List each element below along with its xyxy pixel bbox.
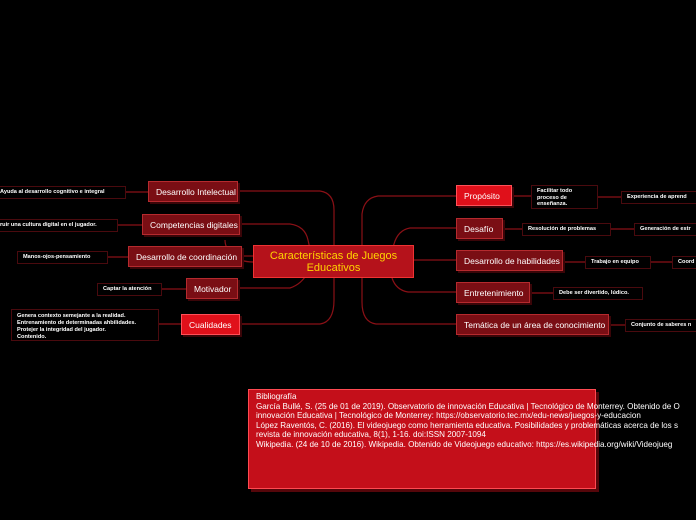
note-text: Trabajo en equipo bbox=[591, 259, 639, 265]
note-text: Debe ser divertido, lúdico. bbox=[559, 290, 629, 296]
bibliography-line: revista de innovación educativa, 8(1), 1… bbox=[256, 430, 486, 440]
topic-proposito[interactable]: Propósito bbox=[456, 185, 512, 206]
bibliography-box[interactable]: Bibliografía García Bullé, S. (25 de 01 … bbox=[248, 389, 680, 489]
note-cualidades[interactable]: Genera contexto semejante a la realidad.… bbox=[11, 309, 159, 341]
topic-motivador[interactable]: Motivador bbox=[186, 278, 238, 299]
link-tematica bbox=[361, 268, 456, 325]
note-trabajo-equipo[interactable]: Trabajo en equipo bbox=[585, 256, 651, 269]
note-facilitar-ensenanza[interactable]: Facilitar todo proceso de enseñanza. bbox=[531, 185, 598, 209]
note-coordinacion[interactable]: Coord bbox=[672, 256, 696, 269]
note-resolucion-problemas[interactable]: Resolución de problemas bbox=[522, 223, 611, 236]
topic-entretenimiento[interactable]: Entretenimiento bbox=[456, 282, 530, 303]
note-line: Entrenamiento de determinadas ahbilidade… bbox=[17, 320, 137, 326]
note-cultura-digital[interactable]: ruir una cultura digital en el jugador. bbox=[0, 219, 118, 232]
link-cualidades bbox=[240, 275, 335, 325]
note-line: enseñanza. bbox=[537, 201, 568, 208]
note-text: ruir una cultura digital en el jugador. bbox=[0, 222, 97, 228]
note-experiencia-aprendizaje[interactable]: Experiencia de aprend bbox=[621, 191, 696, 204]
topic-label: Competencias digitales bbox=[150, 219, 238, 230]
note-line: Contenido. bbox=[17, 334, 47, 340]
link-entretenimiento bbox=[391, 277, 456, 293]
topic-label: Desarrollo de habilidades bbox=[464, 255, 560, 266]
note-text: Generación de estr bbox=[640, 226, 691, 232]
topic-label: Cualidades bbox=[189, 319, 232, 330]
note-manos-ojos[interactable]: Manos-ojos-pensamiento bbox=[17, 251, 108, 264]
topic-desarrollo-intelectual[interactable]: Desarrollo Intelectual bbox=[148, 181, 238, 202]
note-generacion-estrategias[interactable]: Generación de estr bbox=[634, 223, 696, 236]
bibliography-line: innovación Educativa | Tecnológico de Mo… bbox=[256, 411, 641, 421]
topic-label: Desarrollo de coordinación bbox=[136, 251, 238, 262]
topic-label: Temática de un área de conocimiento bbox=[464, 319, 606, 330]
note-captar-atencion[interactable]: Captar la atención bbox=[97, 283, 162, 296]
note-desarrollo-cognitivo[interactable]: Ayuda al desarrollo cognitivo e integral bbox=[0, 186, 126, 199]
topic-competencias-digitales[interactable]: Competencias digitales bbox=[142, 214, 240, 235]
link-proposito bbox=[361, 195, 456, 256]
note-text: Coord bbox=[678, 259, 695, 265]
note-conjunto-saberes[interactable]: Conjunto de saberes n bbox=[625, 319, 696, 332]
bibliography-line: Wikipedia. (24 de 10 de 2016). Wikipedia… bbox=[256, 439, 673, 449]
note-divertido-ludico[interactable]: Debe ser divertido, lúdico. bbox=[553, 287, 643, 300]
note-line: Facilitar todo bbox=[537, 188, 573, 194]
bibliography-line: López Raventós, C. (2016). El videojuego… bbox=[256, 420, 679, 430]
note-text: Resolución de problemas bbox=[528, 226, 597, 232]
note-line: Protejer la integridad del jugador. bbox=[17, 327, 106, 333]
topic-label: Desarrollo Intelectual bbox=[156, 186, 236, 197]
note-line: Genera contexto semejante a la realidad. bbox=[17, 313, 126, 319]
note-text: Manos-ojos-pensamiento bbox=[23, 254, 91, 260]
note-line: proceso de bbox=[537, 194, 567, 201]
topic-desafio[interactable]: Desafío bbox=[456, 218, 503, 239]
central-topic-label: Características de Juegos Educativos bbox=[269, 249, 398, 274]
topic-label: Propósito bbox=[464, 190, 500, 201]
central-topic[interactable]: Características de Juegos Educativos bbox=[253, 245, 414, 278]
bibliography-heading: Bibliografía bbox=[256, 392, 297, 401]
topic-desarrollo-coordinacion[interactable]: Desarrollo de coordinación bbox=[128, 246, 242, 267]
link-competencias bbox=[240, 223, 313, 259]
bibliography-line: García Bullé, S. (25 de 01 de 2019). Obs… bbox=[256, 401, 680, 411]
topic-label: Desafío bbox=[464, 223, 494, 234]
topic-cualidades[interactable]: Cualidades bbox=[181, 314, 240, 335]
topic-tematica[interactable]: Temática de un área de conocimiento bbox=[456, 314, 609, 335]
note-text: Conjunto de saberes n bbox=[631, 322, 692, 328]
topic-label: Entretenimiento bbox=[464, 287, 524, 298]
note-text: Captar la atención bbox=[103, 286, 152, 292]
topic-label: Motivador bbox=[194, 283, 232, 294]
link-desafio bbox=[389, 227, 456, 257]
topic-desarrollo-habilidades[interactable]: Desarrollo de habilidades bbox=[456, 250, 563, 271]
note-text: Experiencia de aprend bbox=[627, 194, 687, 200]
note-text: Ayuda al desarrollo cognitivo e integral bbox=[0, 189, 105, 195]
